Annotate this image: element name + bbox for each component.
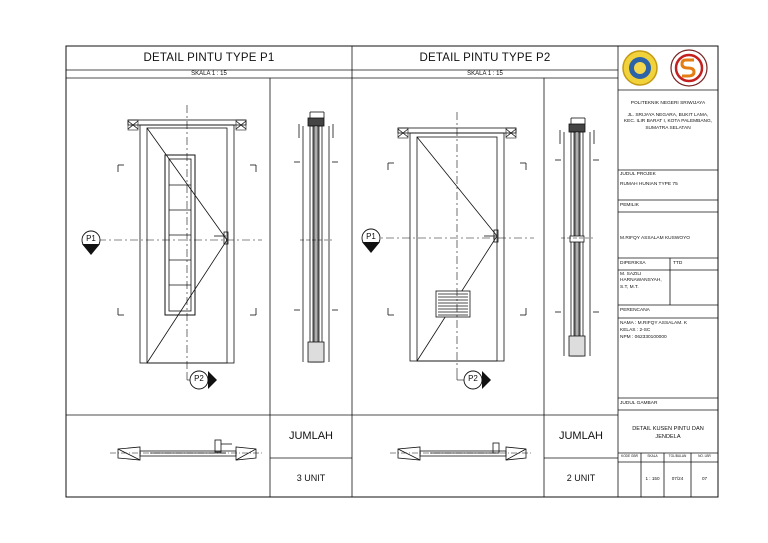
judul-gambar-value: DETAIL KUSEN PINTU DAN JENDELA [632, 426, 704, 440]
jumlah-label-p1: JUMLAH [288, 430, 333, 442]
p2-side-section [555, 117, 599, 357]
pemilik-label: PEMILIK [620, 203, 639, 208]
scale-p1: SKALA 1 : 15 [191, 70, 227, 77]
p1-section-marker-b [186, 370, 217, 390]
jumlah-value-p1: 3 UNIT [296, 473, 326, 483]
val-no: 07 [701, 476, 708, 481]
title-p2: DETAIL PINTU TYPE P2 [419, 52, 551, 64]
pemilik-value: M.RIFQY ASSALAM KUSWOYO [620, 236, 691, 241]
diperiksa-label: DIPERIKSA [620, 261, 646, 266]
judul-projek-value: RUMAH HUNIAN TYPE 75 [620, 182, 678, 187]
col-no: NO. LBR [698, 454, 711, 458]
p1-plan [110, 439, 262, 461]
institution-address: JL. SRIJAYA NEGARA, BUKIT LAMA, KEC. ILI… [623, 113, 713, 131]
section-tag-p2-b: P2 [468, 374, 478, 383]
perencana-label: PERENCANA [620, 308, 650, 313]
section-tag-p1-a: P1 [86, 234, 96, 243]
p1-front-elevation [98, 105, 262, 372]
val-tanggal: 07/24 [671, 476, 684, 481]
institution-name: POLITEKNIK NEGERI SRIWIJAYA [630, 101, 706, 106]
p1-side-section [294, 111, 338, 363]
logo-polsri [622, 50, 658, 86]
jumlah-label-p2: JUMLAH [558, 430, 603, 442]
sheet-frame [65, 45, 719, 498]
val-skala: 1 : 150 [645, 476, 660, 481]
perencana-nama: NAMA : M.RIFQY ASSALAM. K [620, 321, 688, 326]
judul-gambar-label: JUDUL GAMBAR [620, 401, 658, 406]
p1-section-marker-a [81, 230, 101, 255]
p2-plan [390, 442, 532, 461]
perencana-kelas: KELAS : 2-SC [620, 328, 651, 333]
section-tag-p2-a: P1 [366, 232, 376, 241]
col-skala: SKALA [647, 454, 658, 458]
title-p1: DETAIL PINTU TYPE P1 [143, 52, 275, 64]
logo-s [670, 49, 708, 87]
perencana-npm: NPM : 062330100000 [620, 335, 667, 340]
p2-section-marker-b [456, 370, 491, 390]
col-kode: KODE GBR [621, 454, 638, 458]
p2-front-elevation [370, 112, 534, 372]
diperiksa-value: M. SAZILI HARNAWANSYAH, S.T, M.T. [620, 272, 662, 290]
jumlah-value-p2: 2 UNIT [566, 473, 596, 483]
p2-section-marker-a [361, 228, 381, 253]
section-tag-p1-b: P2 [194, 374, 204, 383]
judul-projek-label: JUDUL PROJEK [620, 172, 656, 177]
scale-p2: SKALA 1 : 15 [467, 70, 503, 77]
ttd-label: TTD [673, 261, 683, 266]
col-tanggal: TGL/BULAN [668, 454, 687, 458]
